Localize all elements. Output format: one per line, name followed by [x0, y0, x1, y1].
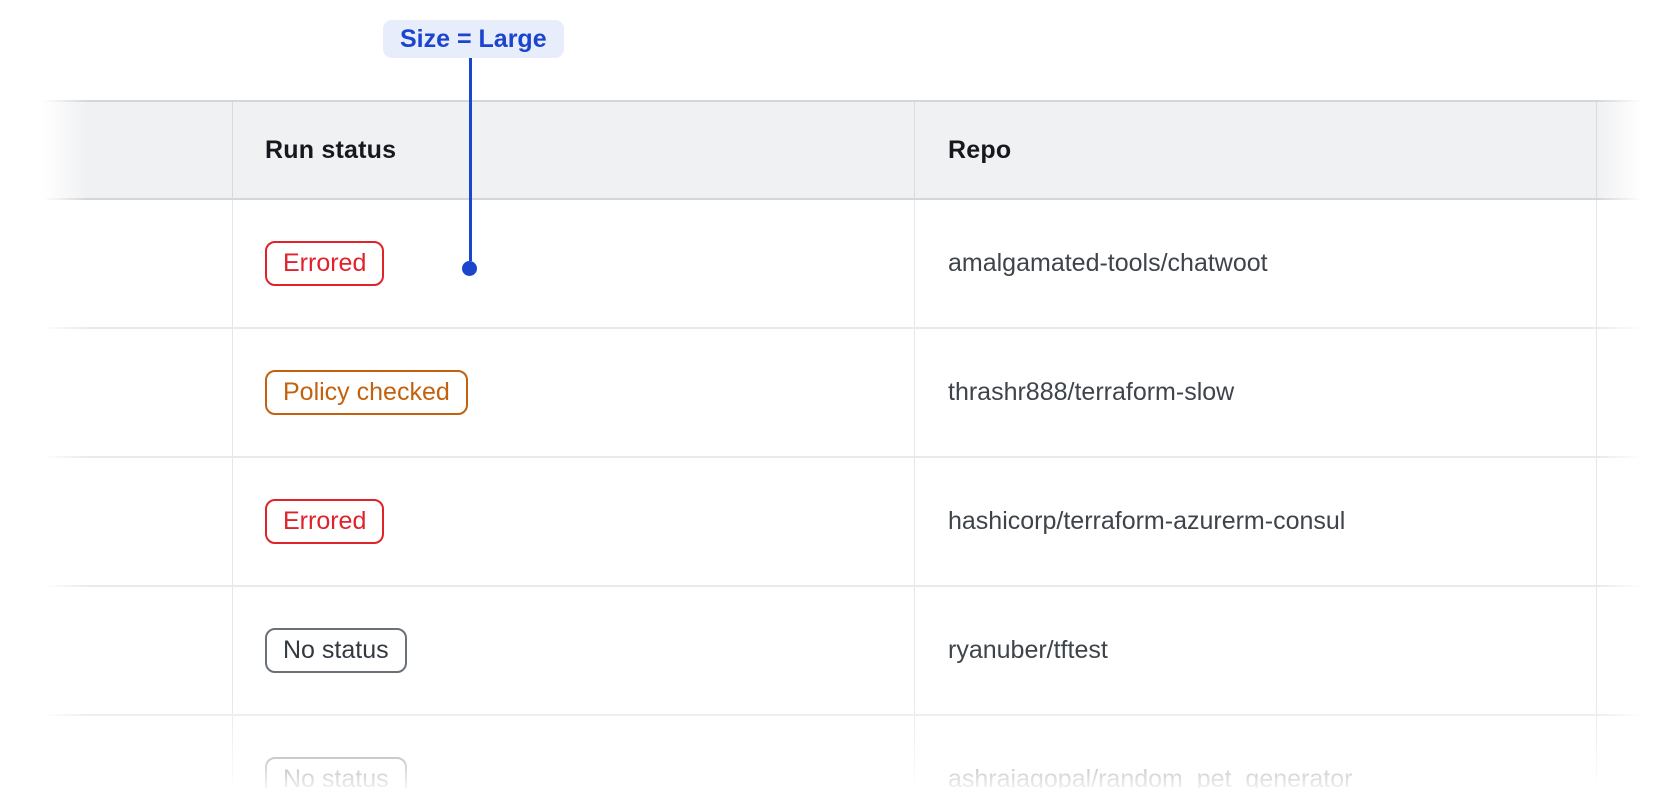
repo-name: hashicorp/terraform-azurerm-consul	[948, 507, 1346, 535]
repo-name: thrashr888/terraform-slow	[948, 378, 1235, 406]
annotation-pointer-line	[469, 58, 472, 261]
size-large-annotation-label: Size = Large	[400, 24, 547, 53]
row-trailing-cell	[1597, 200, 1672, 327]
row-leading-cell	[42, 716, 233, 788]
run-status-cell: Policy checked	[233, 329, 915, 456]
run-status-cell: No status	[233, 716, 915, 788]
row-trailing-cell	[1597, 329, 1672, 456]
run-status-cell: Errored	[233, 200, 915, 327]
row-trailing-cell	[1597, 458, 1672, 585]
table-row[interactable]: No status ryanuber/tftest	[42, 587, 1672, 716]
run-status-cell: No status	[233, 587, 915, 714]
table-row[interactable]: Errored hashicorp/terraform-azurerm-cons…	[42, 458, 1672, 587]
table-row[interactable]: No status ashrajagopal/random_pet_genera…	[42, 716, 1672, 788]
table-header-row: Run status Repo	[42, 100, 1672, 200]
table-row[interactable]: Errored amalgamated-tools/chatwoot	[42, 200, 1672, 329]
repo-name: amalgamated-tools/chatwoot	[948, 249, 1268, 277]
size-large-annotation-pill: Size = Large	[383, 20, 564, 58]
run-status-badge: No status	[265, 757, 407, 788]
repo-cell: amalgamated-tools/chatwoot	[915, 200, 1597, 327]
run-status-badge: Errored	[265, 241, 385, 286]
repo-cell: thrashr888/terraform-slow	[915, 329, 1597, 456]
header-cell-empty	[42, 102, 233, 198]
repo-name: ashrajagopal/random_pet_generator	[948, 765, 1353, 788]
run-status-badge: Errored	[265, 499, 385, 544]
repo-column-header: Repo	[948, 135, 1012, 164]
row-trailing-cell	[1597, 587, 1672, 714]
header-cell-next-truncated	[1597, 102, 1672, 198]
run-status-column-header: Run status	[265, 135, 397, 164]
row-trailing-cell	[1597, 716, 1672, 788]
header-cell-run-status: Run status	[233, 102, 915, 198]
repo-cell: ryanuber/tftest	[915, 587, 1597, 714]
run-status-cell: Errored	[233, 458, 915, 585]
run-status-badge: Policy checked	[265, 370, 468, 415]
table-row[interactable]: Policy checked thrashr888/terraform-slow	[42, 329, 1672, 458]
row-leading-cell	[42, 458, 233, 585]
run-status-badge: No status	[265, 628, 407, 673]
workspaces-table: Run status Repo Errored amalgamated-tool…	[42, 100, 1672, 788]
header-cell-repo: Repo	[915, 102, 1597, 198]
row-leading-cell	[42, 329, 233, 456]
row-leading-cell	[42, 587, 233, 714]
repo-name: ryanuber/tftest	[948, 636, 1108, 664]
annotation-pointer-dot	[462, 261, 477, 276]
repo-cell: ashrajagopal/random_pet_generator	[915, 716, 1597, 788]
repo-cell: hashicorp/terraform-azurerm-consul	[915, 458, 1597, 585]
row-leading-cell	[42, 200, 233, 327]
